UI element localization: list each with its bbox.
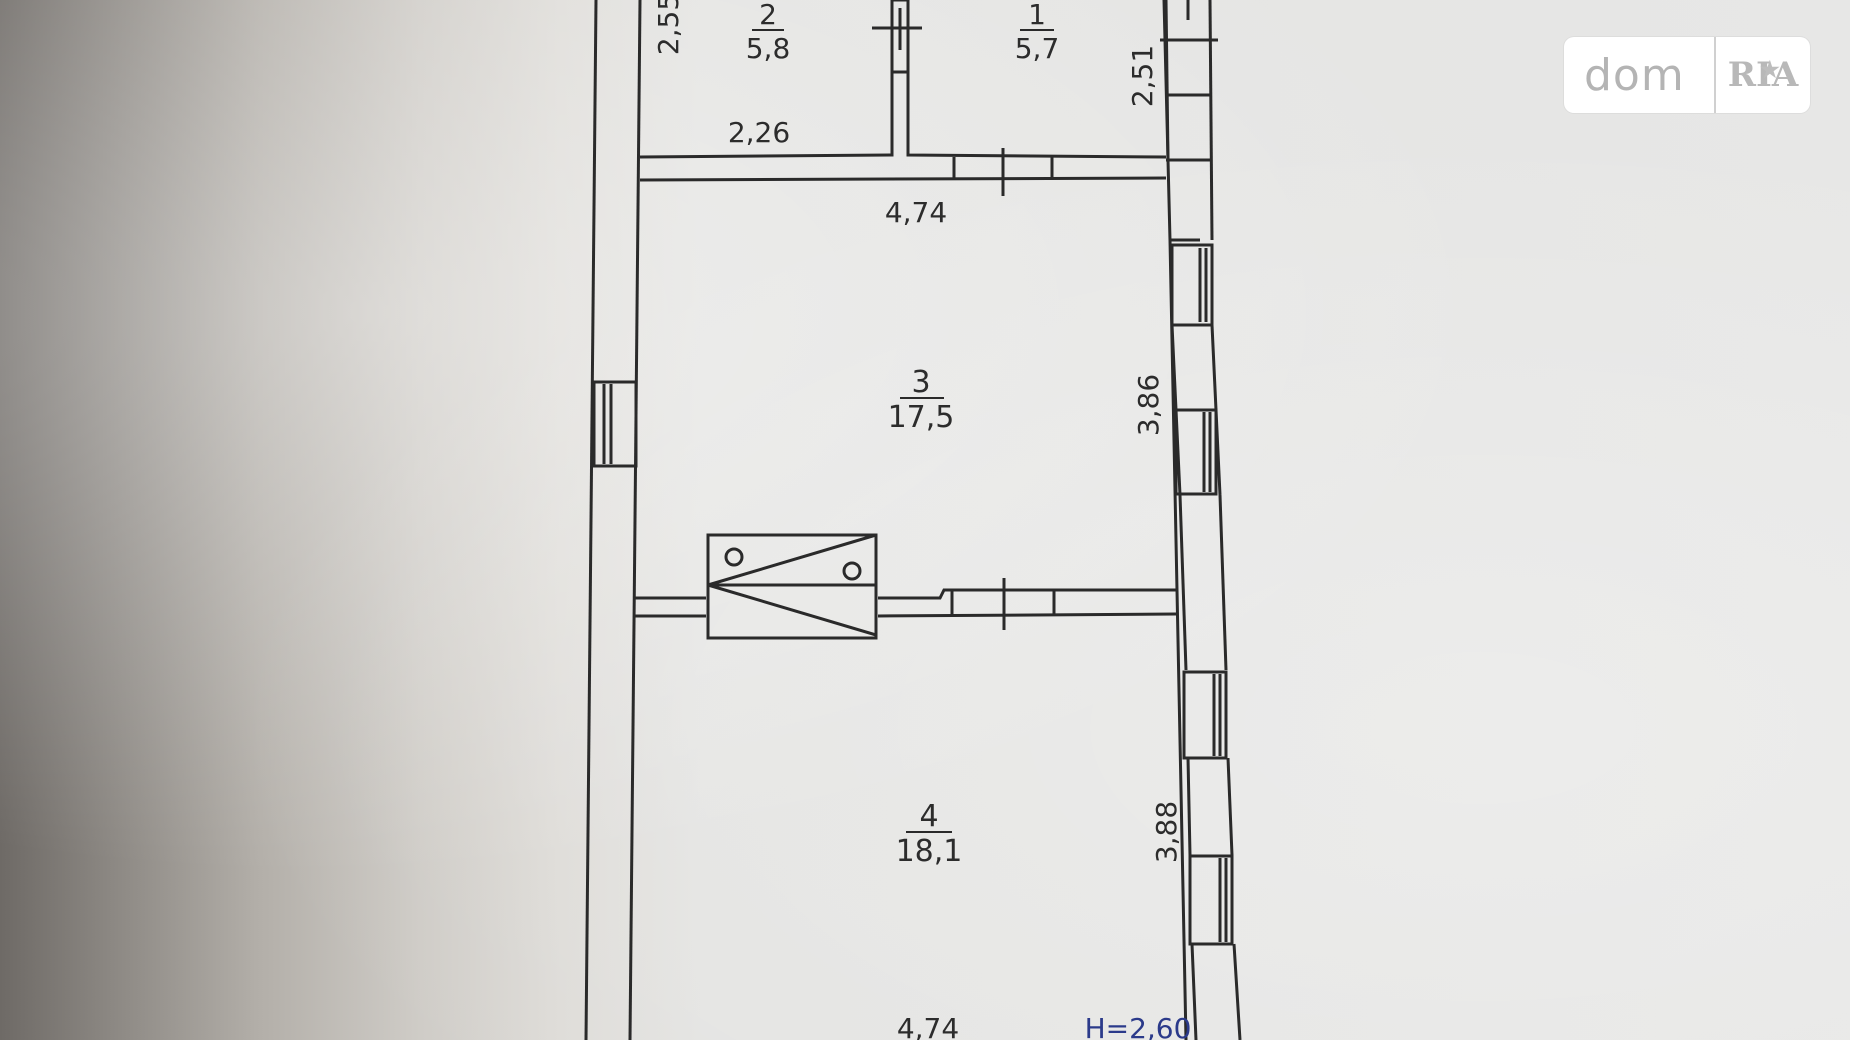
room-1-area: 5,7 xyxy=(1015,32,1060,65)
left-outer-wall xyxy=(584,0,598,1040)
logo-dom-text: dom xyxy=(1584,49,1685,101)
room-3-label: 3 17,5 xyxy=(888,365,955,435)
domria-watermark-logo: dom ★ RIA xyxy=(1564,37,1810,113)
logo-divider xyxy=(1714,37,1716,113)
right-window-2 xyxy=(1174,408,1218,496)
star-icon: ★ xyxy=(1760,57,1780,83)
room-1-label: 1 5,7 xyxy=(1015,0,1060,65)
right-window-4 xyxy=(1188,854,1234,946)
room-4-number: 4 xyxy=(919,799,938,834)
left-inner-wall xyxy=(628,0,642,1040)
dimension-4-74-top: 4,74 xyxy=(885,196,947,229)
room-2-number: 2 xyxy=(759,0,777,31)
room-4-label: 4 18,1 xyxy=(896,799,963,869)
logo-ria-label: RIA xyxy=(1727,55,1799,95)
right-window-1 xyxy=(1170,243,1214,327)
room-2-area: 5,8 xyxy=(746,32,791,65)
logo-ria-text: ★ RIA xyxy=(1716,55,1810,95)
room-3-area: 17,5 xyxy=(888,400,955,435)
room-4-area: 18,1 xyxy=(896,834,963,869)
room-2-label: 2 5,8 xyxy=(746,0,791,65)
right-inner-wall xyxy=(1164,0,1170,161)
dimension-2-51: 2,51 xyxy=(1126,45,1159,107)
stove-symbol xyxy=(706,533,878,640)
right-window-3 xyxy=(1182,670,1228,760)
dimension-3-88: 3,88 xyxy=(1150,801,1183,863)
room-1-number: 1 xyxy=(1028,0,1046,31)
dimension-2-55: 2,55 xyxy=(652,0,685,55)
dimension-2-26: 2,26 xyxy=(728,116,790,149)
dimension-3-86: 3,86 xyxy=(1132,374,1165,436)
dimension-4-74-bottom: 4,74 xyxy=(897,1012,959,1040)
room-3-number: 3 xyxy=(911,365,930,400)
ceiling-height-label: H=2,60 xyxy=(1085,1012,1192,1040)
upper-partition xyxy=(639,0,894,159)
left-window xyxy=(592,380,638,468)
